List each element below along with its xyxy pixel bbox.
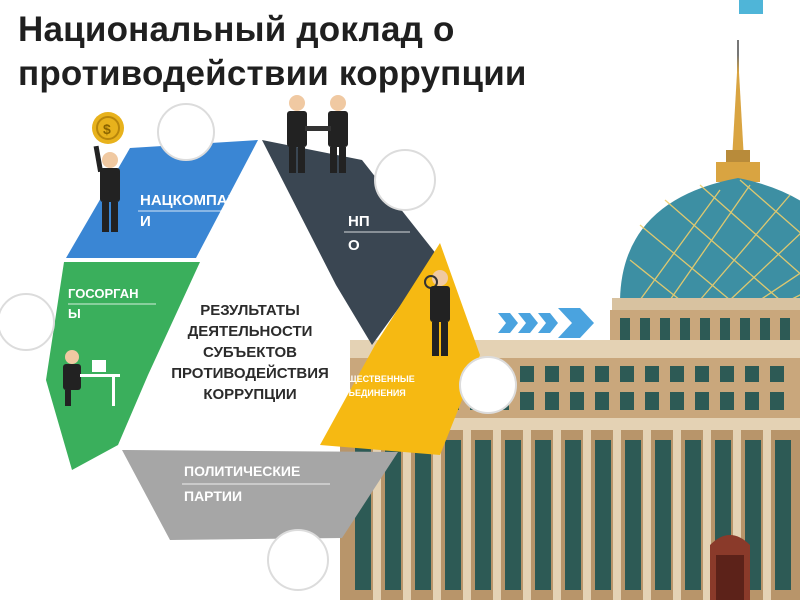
person-with-coin-icon xyxy=(93,145,120,232)
label-natskompanii: НАЦКОМПАНИ И xyxy=(140,192,253,230)
segment-npo xyxy=(262,140,437,345)
label-politicheskie: ПОЛИТИЧЕСКИЕ ПАРТИИ xyxy=(184,463,304,504)
coin-icon: $ xyxy=(92,112,124,144)
center-line-3: СУБЪЕКТОВ xyxy=(202,344,298,361)
title-line-2: противодействии коррупции xyxy=(18,54,527,93)
segment-politicheskie xyxy=(122,450,398,540)
center-line-1: РЕЗУЛЬТАТЫ xyxy=(200,302,300,319)
center-line-2: ДЕЯТЕЛЬНОСТИ xyxy=(187,323,313,340)
page-title: Национальный доклад о противодействии ко… xyxy=(18,8,618,96)
label-npo: НП О xyxy=(348,213,374,254)
segment-gosorgany xyxy=(46,262,200,470)
label-gosorgany: ГОСОРГАН Ы xyxy=(68,286,142,321)
akorda-building xyxy=(340,0,800,600)
title-line-1: Национальный доклад о xyxy=(18,10,455,49)
magnifier-person-icon xyxy=(424,270,450,356)
desk-worker-icon xyxy=(63,350,120,406)
cutout-circles xyxy=(0,103,517,591)
arrows xyxy=(498,308,594,338)
svg-text:$: $ xyxy=(103,121,111,137)
flag-icon xyxy=(739,0,763,14)
center-line-4: ПРОТИВОДЕЙСТВИЯ xyxy=(171,365,329,382)
label-obshchestvennye: ОБЩЕСТВЕННЫЕ ОБЪЕДИНЕНИЯ xyxy=(334,374,417,398)
center-line-5: КОРРУПЦИИ xyxy=(203,386,297,403)
handshake-people-icon xyxy=(287,95,348,173)
center-text: РЕЗУЛЬТАТЫ ДЕЯТЕЛЬНОСТИ СУБЪЕКТОВ ПРОТИВ… xyxy=(155,300,345,405)
